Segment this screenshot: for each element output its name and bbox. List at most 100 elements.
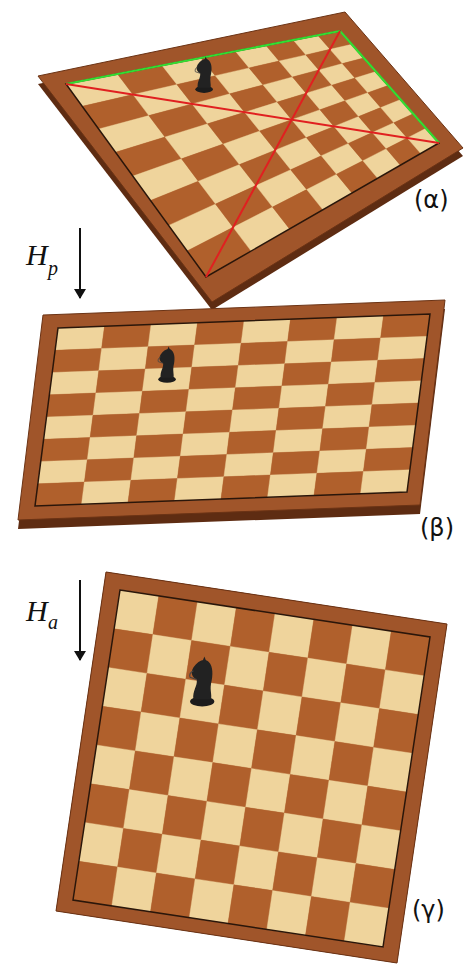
board-square xyxy=(79,823,124,868)
board-square xyxy=(148,323,197,347)
board-square xyxy=(192,343,241,367)
board-square xyxy=(362,786,407,831)
knight-piece xyxy=(195,56,213,92)
board-square xyxy=(124,790,169,835)
diagonal-line xyxy=(206,31,340,277)
board-square xyxy=(128,479,177,503)
board-square xyxy=(381,314,430,338)
board-square xyxy=(378,336,427,360)
board-square xyxy=(335,703,380,748)
chessboard xyxy=(18,300,445,529)
board-square xyxy=(162,796,207,841)
board-frame xyxy=(56,572,447,963)
transform-arrow xyxy=(79,580,81,660)
board-square xyxy=(308,619,353,664)
board-square xyxy=(189,366,238,390)
board-square xyxy=(375,359,424,383)
board-square xyxy=(192,602,237,647)
board-edge xyxy=(66,31,439,277)
board-square xyxy=(97,706,142,751)
board-square xyxy=(317,449,366,473)
board-square xyxy=(55,326,104,350)
board-square xyxy=(35,482,84,506)
board-square xyxy=(175,477,224,501)
board-square xyxy=(213,724,258,769)
chessboard xyxy=(56,572,447,963)
knight-ear xyxy=(167,346,170,350)
board-square xyxy=(219,685,264,730)
board-square xyxy=(372,381,421,405)
board-square xyxy=(52,349,101,373)
board-square xyxy=(385,631,430,676)
transform-arrow xyxy=(79,228,81,298)
board-square xyxy=(118,828,163,873)
board-square xyxy=(288,318,337,342)
board-square xyxy=(99,347,148,371)
board-square xyxy=(311,858,356,903)
board-square xyxy=(102,668,147,713)
board-square xyxy=(177,455,226,479)
knight-body xyxy=(197,59,212,88)
board-square xyxy=(302,658,347,703)
board-square xyxy=(183,410,232,434)
board-square xyxy=(323,405,372,429)
board-square xyxy=(270,451,319,475)
board-square xyxy=(221,475,270,499)
board-square xyxy=(114,590,159,635)
board-square xyxy=(224,453,273,477)
board-square xyxy=(41,438,90,462)
board-square xyxy=(331,338,380,362)
board-square xyxy=(44,415,93,439)
board-square xyxy=(96,369,145,393)
board-square xyxy=(140,390,189,414)
board-square xyxy=(90,414,139,438)
board-square xyxy=(168,757,213,802)
knight-piece xyxy=(158,346,176,382)
board-square xyxy=(228,885,273,930)
board-square xyxy=(363,448,412,472)
board-square xyxy=(147,635,192,680)
board-square xyxy=(186,388,235,412)
board-square xyxy=(225,646,270,691)
board-square xyxy=(189,879,234,924)
board-square xyxy=(180,432,229,456)
chessboard xyxy=(38,12,463,310)
board-square xyxy=(108,629,153,674)
board-square xyxy=(234,846,279,891)
board-square xyxy=(323,780,368,825)
board-square xyxy=(137,412,186,436)
board-square xyxy=(156,834,201,879)
board-square xyxy=(85,784,130,829)
board-square xyxy=(102,325,151,349)
board-square xyxy=(230,408,279,432)
board-square xyxy=(341,664,386,709)
knight-detail xyxy=(190,671,197,680)
board-square xyxy=(306,897,351,942)
board-square xyxy=(151,873,196,918)
board-square xyxy=(49,371,98,395)
board-square xyxy=(174,718,219,763)
panel-label: (γ) xyxy=(412,898,445,922)
board-side xyxy=(56,572,447,963)
board-square xyxy=(235,364,284,388)
board-square xyxy=(350,864,395,909)
board-square xyxy=(290,736,335,781)
board-square xyxy=(347,625,392,670)
knight-ear xyxy=(202,656,206,662)
board-square xyxy=(369,403,418,427)
board-square xyxy=(135,712,180,757)
board-square xyxy=(112,867,157,912)
board-square xyxy=(279,384,328,408)
transform-symbol: H xyxy=(26,240,48,270)
board-square xyxy=(153,596,198,641)
board-square xyxy=(84,458,133,482)
board-square xyxy=(233,386,282,410)
board-edge xyxy=(35,314,430,506)
panel-label: (β) xyxy=(420,516,454,540)
board-square xyxy=(82,480,131,504)
board-square xyxy=(334,316,383,340)
board-square xyxy=(344,902,389,947)
board-square xyxy=(356,825,401,870)
board-square xyxy=(268,473,317,497)
